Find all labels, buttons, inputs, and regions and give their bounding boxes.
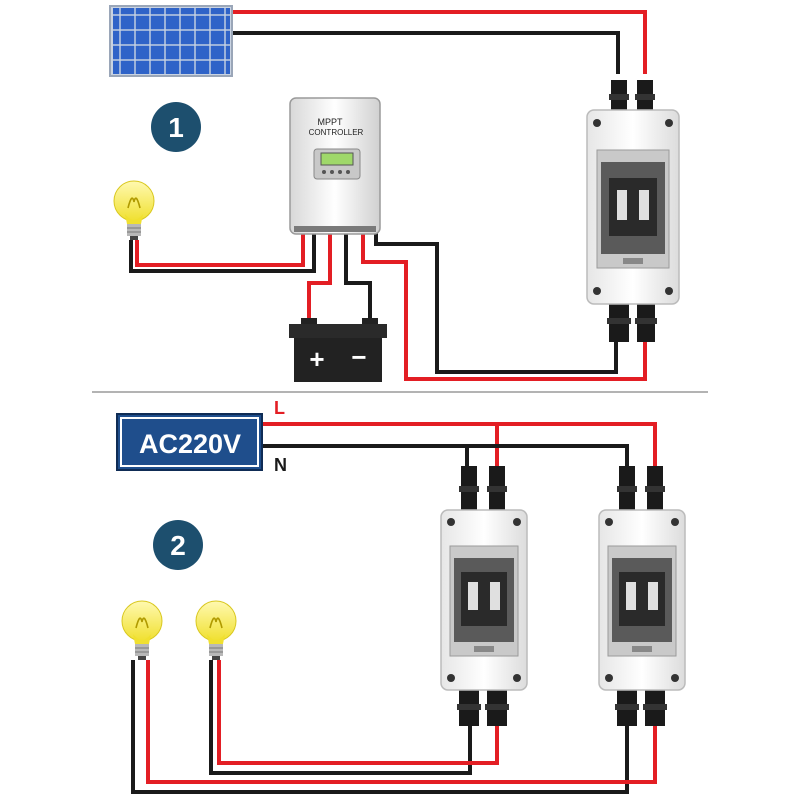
light-bulb-icon — [195, 600, 237, 660]
live-main-wire — [263, 422, 657, 470]
load-black-wire — [129, 232, 316, 273]
section1-wires — [129, 10, 647, 381]
solar-panel — [109, 5, 233, 77]
controller-display — [320, 152, 354, 166]
step-badge-1: 1 — [151, 102, 201, 152]
live-label: L — [274, 398, 285, 418]
bulb1-red-wire — [146, 660, 657, 784]
light-bulb-icon — [113, 180, 155, 240]
battery-plus-label: + — [309, 344, 324, 374]
ac-source-box: AC220V — [116, 413, 263, 471]
mppt-controller: MPPT CONTROLLER — [289, 97, 381, 235]
bulb2-black-wire — [209, 660, 472, 775]
bulb1-black-wire — [131, 660, 629, 794]
pv-black-wire — [374, 232, 618, 374]
battery-black-wire — [344, 232, 372, 320]
controller-label-line2: CONTROLLER — [309, 128, 364, 137]
pv-red-wire — [361, 232, 647, 381]
load-red-wire — [135, 232, 305, 267]
ac-breaker-box — [440, 466, 528, 726]
svg-text:2: 2 — [170, 530, 186, 561]
panel-red-wire — [232, 10, 647, 74]
neutral-main-wire — [263, 444, 629, 470]
controller-label-line1: MPPT — [317, 117, 343, 127]
svg-text:1: 1 — [168, 112, 184, 143]
battery-red-wire — [307, 232, 332, 320]
ac-source-label: AC220V — [139, 429, 241, 459]
bulb2-red-wire — [217, 660, 499, 765]
neutral-label: N — [274, 455, 287, 475]
battery-icon: + − — [289, 318, 387, 382]
ac-breaker-box — [598, 466, 686, 726]
step-badge-2: 2 — [153, 520, 203, 570]
light-bulb-icon — [121, 600, 163, 660]
panel-black-wire — [232, 31, 620, 74]
section2-wires — [131, 422, 657, 794]
battery-minus-label: − — [351, 342, 366, 372]
dc-breaker-box — [586, 80, 680, 342]
